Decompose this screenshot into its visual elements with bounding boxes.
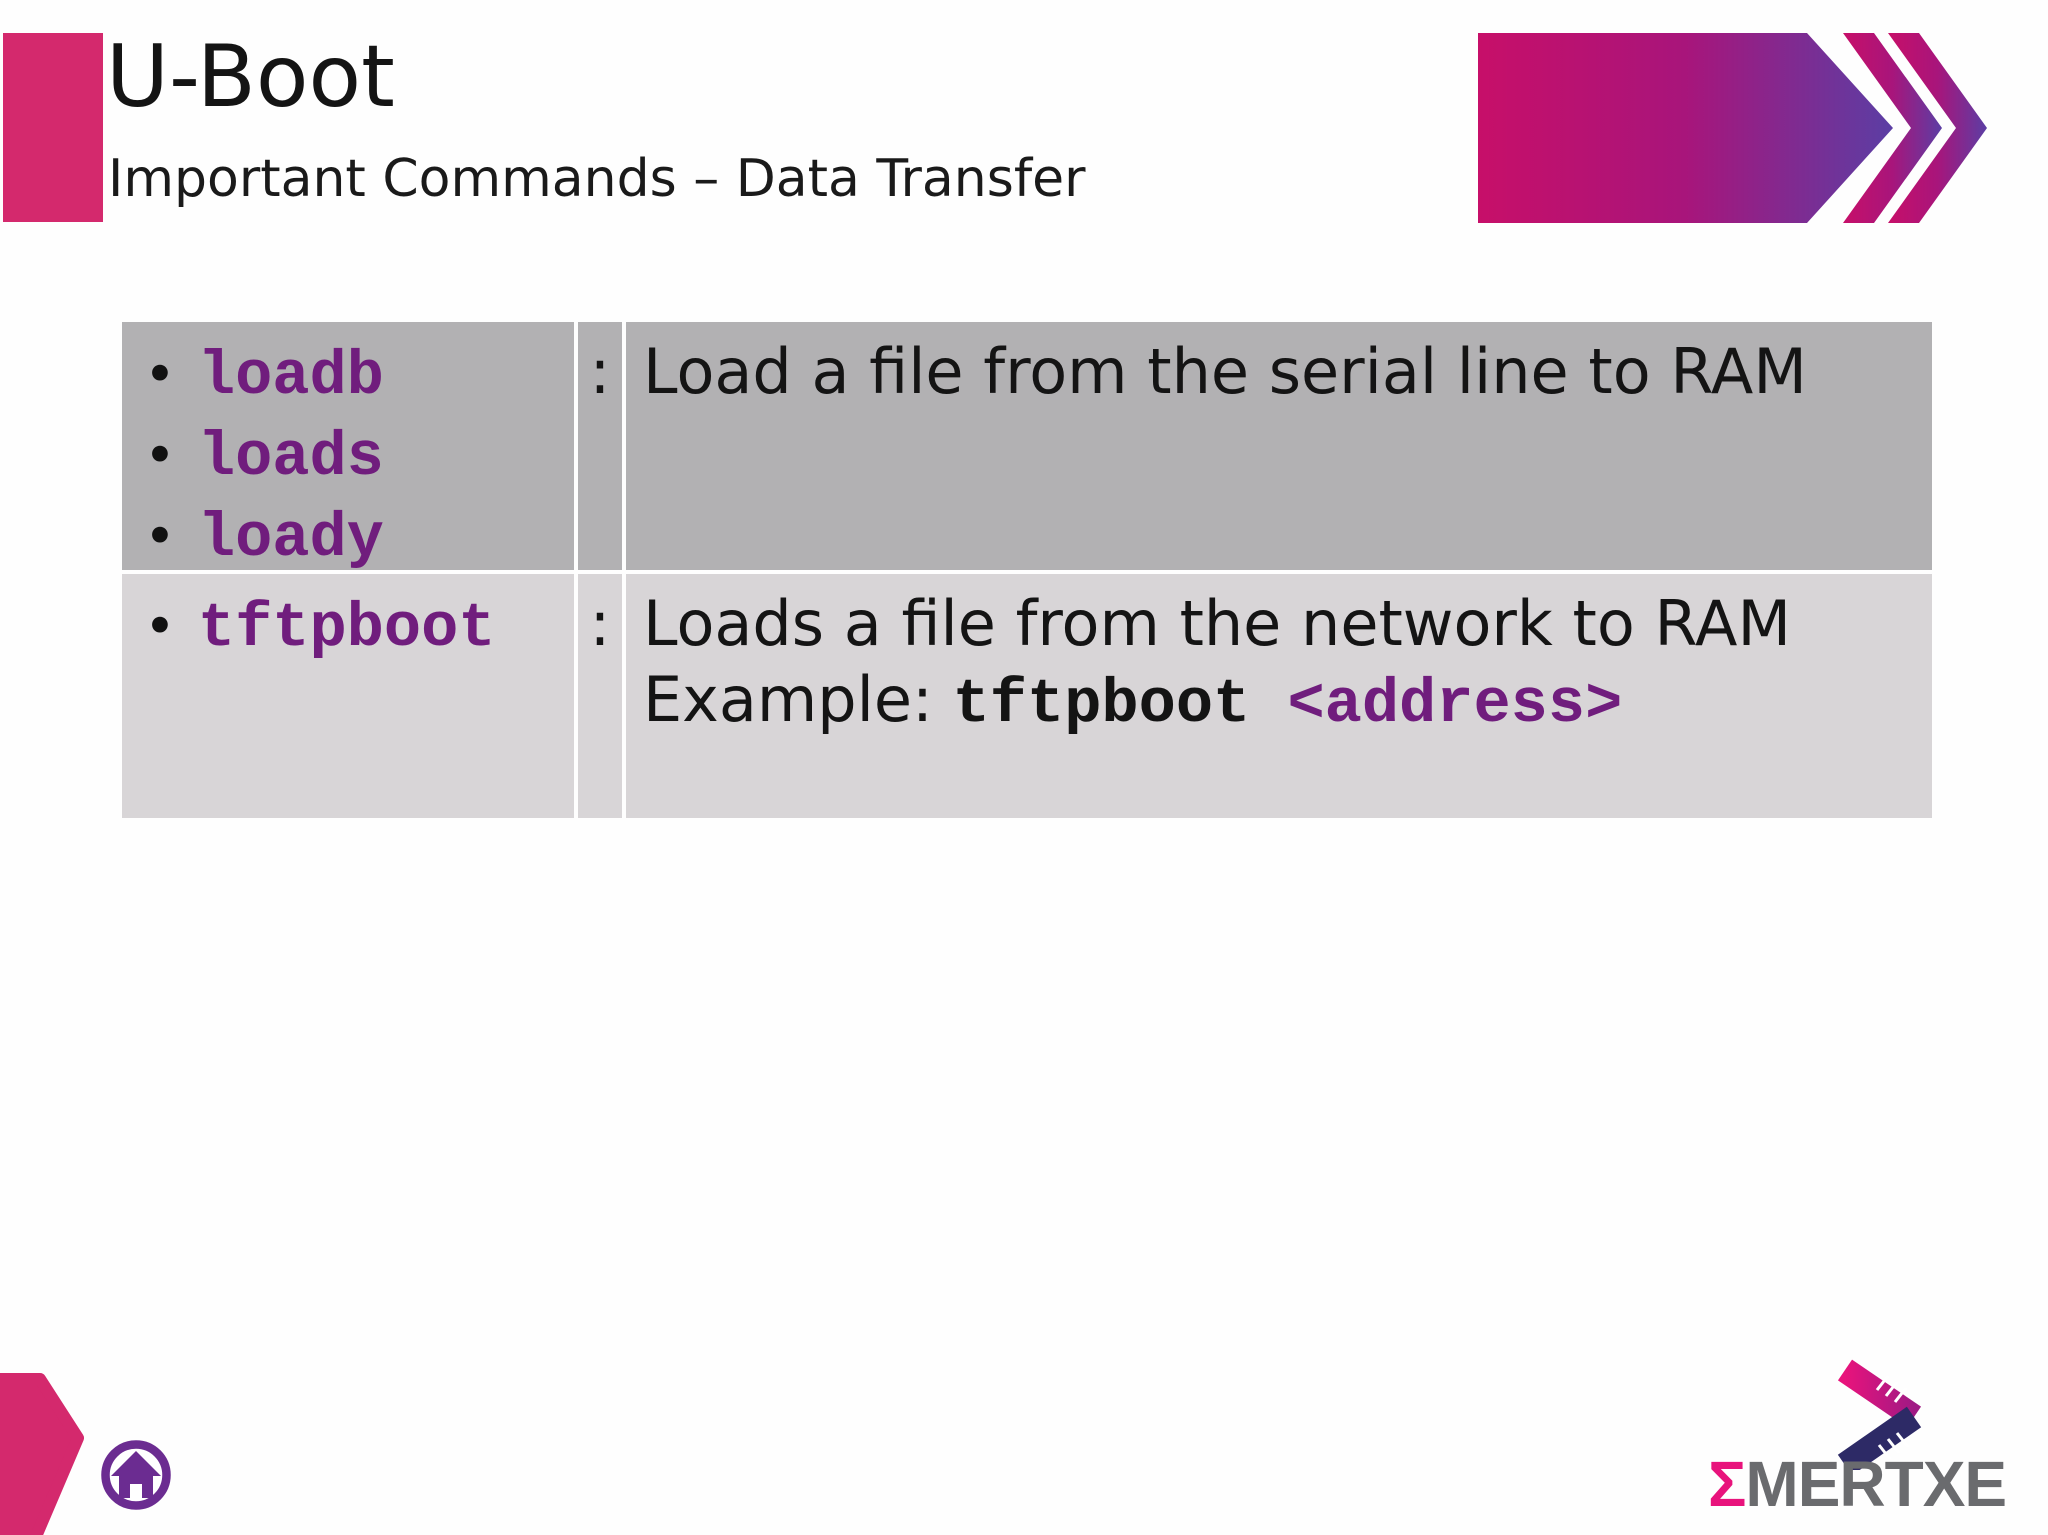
command-tftpboot: tftpboot: [197, 593, 496, 664]
list-item: • loady: [122, 496, 574, 570]
chevron-band-1: [1843, 33, 1942, 223]
table-cell-commands-network: • tftpboot: [122, 574, 574, 818]
table-cell-commands-serial: • loadb • loads • loady: [122, 322, 574, 570]
command-loady: loady: [197, 503, 384, 570]
bullet-icon: •: [144, 595, 176, 658]
logo-wordmark: MERTXE: [1745, 1448, 2007, 1520]
table-cell-description-network: Loads a file from the network to RAM Exa…: [626, 574, 1932, 818]
example-label: Example:: [643, 663, 953, 736]
home-icon: [101, 1440, 171, 1510]
chevron-band-2: [1888, 33, 1987, 223]
page-subtitle: Important Commands – Data Transfer: [108, 149, 1086, 209]
description-text: Loads a file from the network to RAM: [643, 587, 1791, 660]
commands-table: • loadb • loads • loady : Load a file from …: [122, 322, 1932, 818]
bullet-icon: •: [144, 505, 176, 568]
description-text: Load a file from the serial line to RAM: [643, 335, 1807, 408]
command-loadb: loadb: [197, 341, 384, 412]
list-item: • loadb: [122, 334, 574, 415]
example-argument: <address>: [1287, 669, 1623, 740]
bullet-icon: •: [144, 343, 176, 406]
gradient-pentagon-arrow: [1478, 33, 1893, 223]
logo-sigma: Σ: [1708, 1448, 1746, 1520]
emertxe-logo-mark: [1837, 1359, 1922, 1470]
emertxe-logo: ΣMERTXE: [1700, 1340, 2048, 1535]
table-cell-description-serial: Load a file from the serial line to RAM: [626, 322, 1932, 570]
list-item: • tftpboot: [122, 586, 574, 667]
title-accent-bar: [3, 33, 103, 222]
table-cell-separator: :: [578, 574, 622, 818]
list-item: • loads: [122, 415, 574, 496]
bullet-icon: •: [144, 424, 176, 487]
example-line: Example: tftpboot <address>: [643, 662, 1932, 743]
page-title: U-Boot: [106, 27, 395, 127]
command-loads: loads: [197, 422, 384, 493]
table-cell-separator: :: [578, 322, 622, 570]
home-button[interactable]: [97, 1436, 175, 1514]
emertxe-logo-text: ΣMERTXE: [1708, 1452, 2007, 1516]
example-command: tftpboot: [952, 669, 1288, 740]
header-arrow-graphic: [1478, 33, 1987, 223]
corner-arrow-graphic: [0, 1373, 84, 1535]
